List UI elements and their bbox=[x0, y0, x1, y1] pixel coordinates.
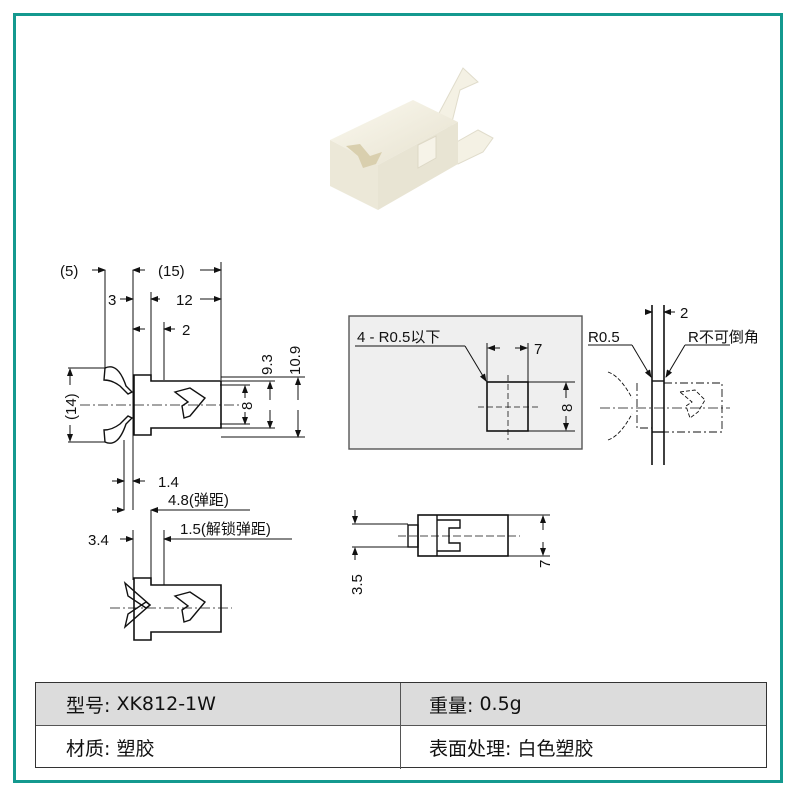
dim-4-8-label: 4.8(弹距) bbox=[168, 492, 229, 509]
dim-1-5-label: 1.5(解锁弹距) bbox=[180, 521, 271, 538]
dim-9-3-label: 9.3 bbox=[259, 354, 276, 375]
side-view-drawing bbox=[352, 510, 550, 560]
dim-12-label: 12 bbox=[176, 292, 193, 309]
model-label: 型号: bbox=[66, 694, 111, 717]
weight-cell: 重量: 0.5g bbox=[401, 683, 766, 725]
released-view-drawing bbox=[110, 507, 292, 641]
spec-row-1: 型号: XK812-1W 重量: 0.5g bbox=[36, 683, 766, 726]
dim-15-label: (15) bbox=[158, 263, 185, 280]
top-view-drawing bbox=[67, 262, 305, 510]
finish-value: 白色塑胶 bbox=[517, 738, 594, 760]
material-cell: 材质: 塑胶 bbox=[36, 726, 401, 769]
dim-14-label: (14) bbox=[63, 393, 80, 420]
model-value: XK812-1W bbox=[116, 693, 216, 715]
finish-label: 表面处理: bbox=[429, 738, 512, 760]
side-dim-3-5-label: 3.5 bbox=[349, 574, 366, 595]
spec-table: 型号: XK812-1W 重量: 0.5g 材质: 塑胶 表面处理: 白色塑胶 bbox=[35, 682, 767, 769]
dim-5-label: (5) bbox=[60, 263, 78, 280]
dim-3-label: 3 bbox=[108, 292, 116, 309]
mount-view-drawing bbox=[588, 305, 730, 465]
weight-label: 重量: bbox=[429, 694, 474, 717]
dim-3-4-label: 3.4 bbox=[88, 532, 109, 549]
weight-value: 0.5g bbox=[479, 693, 522, 715]
r-no-chamfer-note: R不可倒角 bbox=[688, 329, 759, 346]
corner-radius-note: 4 - R0.5以下 bbox=[357, 329, 440, 346]
material-label: 材质: bbox=[66, 738, 111, 760]
dim-1-4-label: 1.4 bbox=[158, 474, 179, 491]
mount-dim-2-label: 2 bbox=[680, 305, 688, 322]
cutout-panel-drawing bbox=[348, 315, 583, 450]
side-dim-7-label: 7 bbox=[537, 560, 554, 568]
product-photo bbox=[330, 67, 494, 210]
dim-2-label: 2 bbox=[182, 322, 190, 339]
material-value: 塑胶 bbox=[116, 738, 155, 760]
r05-note: R0.5 bbox=[588, 329, 620, 346]
teal-border-frame bbox=[13, 13, 783, 783]
cutout-dim-8-label: 8 bbox=[559, 404, 576, 412]
dim-10-9-label: 10.9 bbox=[287, 346, 304, 375]
finish-cell: 表面处理: 白色塑胶 bbox=[401, 726, 766, 769]
dim-8-label: 8 bbox=[239, 402, 256, 410]
spec-row-2: 材质: 塑胶 表面处理: 白色塑胶 bbox=[36, 726, 766, 769]
cutout-dim-7-label: 7 bbox=[534, 341, 542, 358]
model-cell: 型号: XK812-1W bbox=[36, 683, 401, 725]
